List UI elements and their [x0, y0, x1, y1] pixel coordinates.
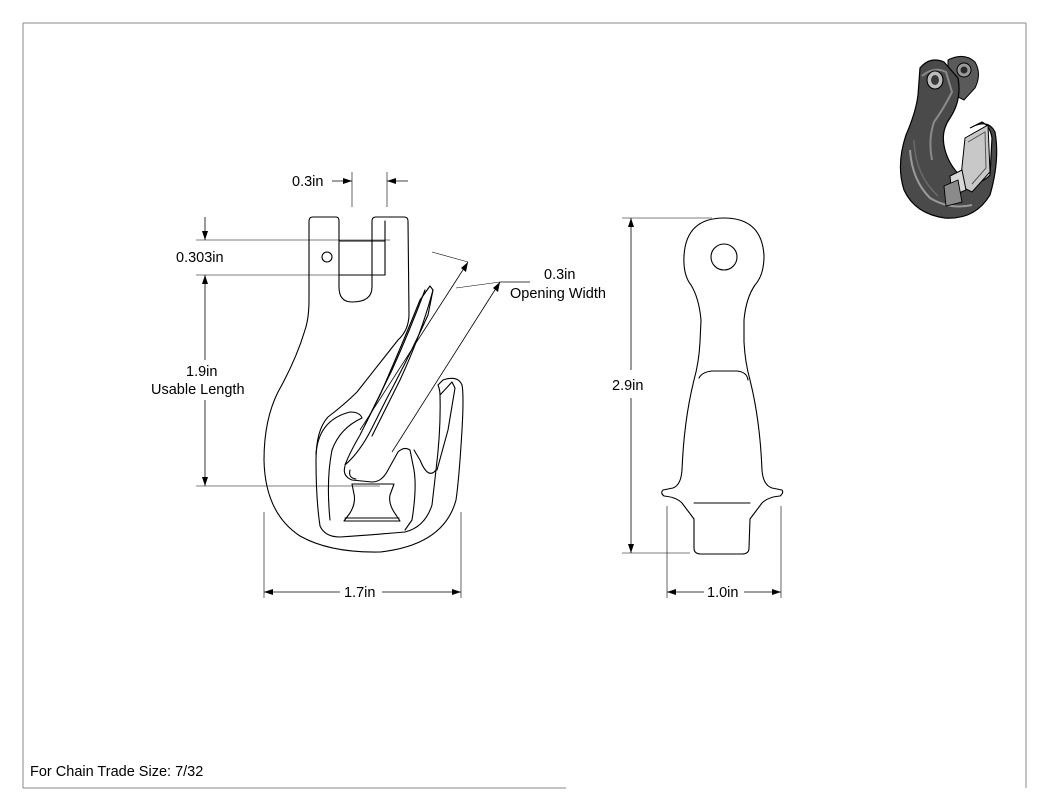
- dimension-slot-width: 0.3in: [292, 172, 408, 207]
- opening-width-label: Opening Width: [510, 286, 606, 302]
- overall-height-label: 2.9in: [612, 378, 643, 394]
- dimension-side-width: 1.0in: [666, 506, 782, 601]
- side-width-label: 1.0in: [707, 585, 738, 601]
- usable-length-label: Usable Length: [151, 382, 245, 398]
- front-view-hook: [263, 216, 464, 553]
- dimension-opening-width: 0.3in Opening Width: [359, 251, 606, 453]
- dimension-pin-hole-offset: 0.303in: [176, 217, 390, 285]
- dimension-usable-length: 1.9in Usable Length: [151, 285, 380, 487]
- usable-length-value: 1.9in: [186, 364, 217, 380]
- chain-trade-size-note: For Chain Trade Size: 7/32: [30, 764, 203, 780]
- side-view-hook: [661, 217, 784, 555]
- slot-width-label: 0.3in: [292, 174, 323, 190]
- dimension-overall-height: 2.9in: [612, 217, 712, 554]
- overall-width-label: 1.7in: [344, 585, 375, 601]
- pin-hole-offset-label: 0.303in: [176, 250, 224, 266]
- grab-hook-3d-render-icon: [899, 56, 998, 219]
- dimension-overall-width: 1.7in: [263, 512, 462, 601]
- sheet-border: [22, 22, 1027, 789]
- opening-width-value: 0.3in: [544, 267, 575, 283]
